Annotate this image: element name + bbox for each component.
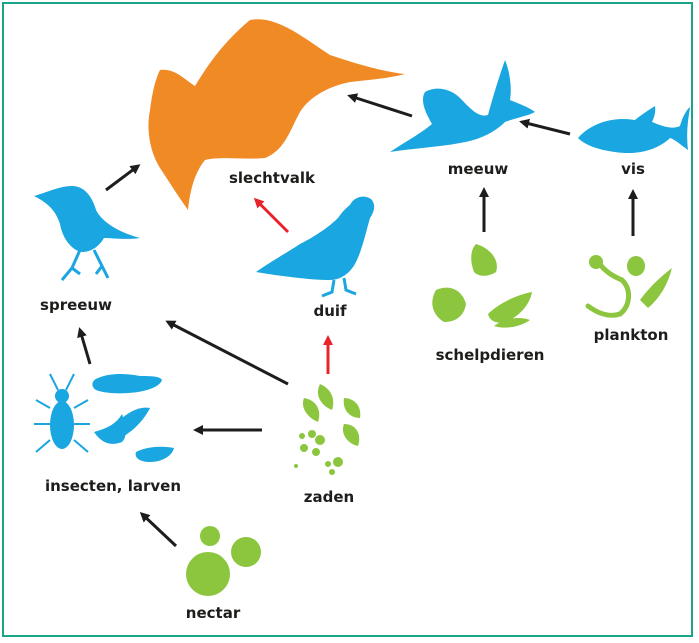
arrow-vis-meeuw <box>522 122 570 134</box>
label-schelpdieren: schelpdieren <box>436 346 545 364</box>
label-plankton: plankton <box>594 326 669 344</box>
label-zaden: zaden <box>304 488 354 506</box>
label-nectar: nectar <box>186 604 240 622</box>
gull-icon <box>390 60 535 152</box>
shellfish-icon <box>432 244 532 328</box>
nectar-icon <box>186 526 261 596</box>
label-insecten-larven: insecten, larven <box>45 477 181 495</box>
arrow-spreeuw-slechtvalk <box>106 166 138 190</box>
fish-icon <box>578 106 690 153</box>
plankton-icon <box>588 255 672 315</box>
arrow-duif-slechtvalk <box>256 200 288 232</box>
label-duif: duif <box>313 302 346 320</box>
arrow-meeuw-slechtvalk <box>350 96 412 116</box>
arrow-nectar-insecten <box>142 514 176 546</box>
label-spreeuw: spreeuw <box>40 296 112 314</box>
label-meeuw: meeuw <box>448 160 509 178</box>
label-vis: vis <box>621 160 645 178</box>
pigeon-icon <box>256 197 374 296</box>
starling-icon <box>34 186 140 280</box>
arrow-insecten-spreeuw <box>80 330 90 364</box>
insects-icon <box>34 374 174 462</box>
arrow-zaden-spreeuw <box>168 322 288 384</box>
label-slechtvalk: slechtvalk <box>229 169 315 187</box>
seeds-icon <box>294 384 360 475</box>
